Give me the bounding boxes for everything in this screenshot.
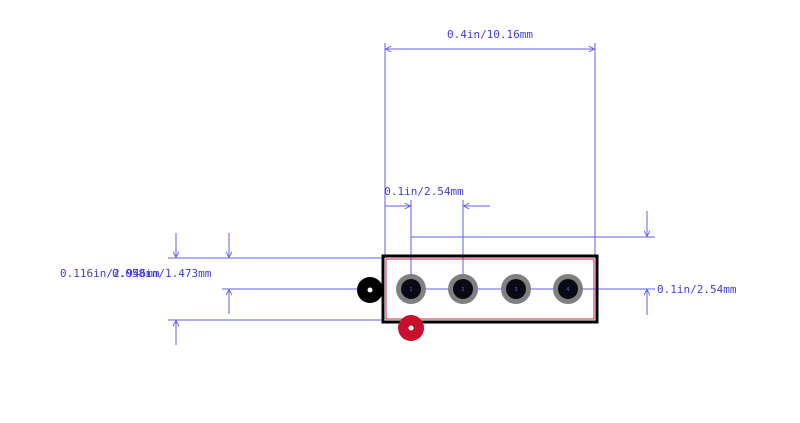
pin-offset-label: 0.058in/1.473mm: [112, 267, 212, 280]
pad-4-label: 4: [566, 287, 569, 293]
body-height-dimension: [168, 233, 384, 345]
pitch-label: 0.1in/2.54mm: [384, 185, 464, 198]
pad-2: 2: [448, 274, 478, 304]
pin-offset-dimension: [222, 233, 384, 314]
overall-width-dimension: [384, 43, 596, 258]
pad-2-label: 2: [461, 287, 464, 293]
pad-3-label: 3: [514, 287, 517, 293]
row-pitch-dimension: [411, 211, 655, 315]
body-outline: [381, 254, 599, 324]
pitch-dimension: [385, 200, 490, 290]
pad-4: 4: [553, 274, 583, 304]
body-height-label: 0.116in/2.946mm: [60, 267, 160, 280]
pad-1-label: 1: [409, 287, 412, 293]
row-pitch-label: 0.1in/2.54mm: [657, 283, 737, 296]
overall-width-label: 0.4in/10.16mm: [447, 28, 533, 41]
pad-1: 1: [396, 274, 426, 304]
pin1-marker: [398, 315, 424, 341]
body-inner-outline: [385, 258, 595, 320]
origin-marker: [357, 277, 383, 303]
pad-3: 3: [501, 274, 531, 304]
